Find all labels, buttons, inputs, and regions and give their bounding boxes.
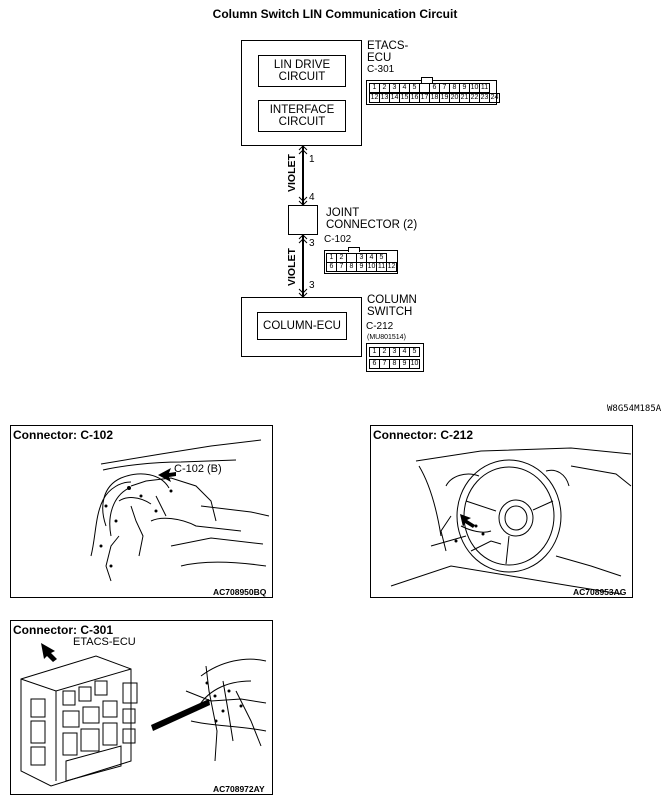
joint-name-line1: JOINT [326,207,360,219]
block-label: LIN DRIVE [273,59,331,71]
leader-wedge [151,699,210,731]
panel-title: Connector: C-301 [13,623,114,637]
terminal-chevron [298,234,308,240]
pin-cell: 10 [469,83,480,93]
etacs-connector-id: C-301 [367,64,395,75]
pin-cell: 18 [429,93,440,103]
pin-cell: 15 [399,93,410,103]
wire-color-label: VIOLET [286,248,298,286]
pin-cell: 7 [336,262,347,272]
connector-lock-tab [421,77,433,83]
page-title: Column Switch LIN Communication Circuit [212,7,458,21]
pin-cell: 7 [379,359,390,369]
pin-cell: 2 [379,347,390,357]
lin-drive-circuit-block: LIN DRIVE CIRCUIT [258,55,346,87]
joint-name-line2: CONNECTOR (2) [326,219,418,231]
column-connector-id: C-212 [366,321,394,332]
pointer-arrow [41,643,57,662]
pin-cell: 11 [376,262,387,272]
pin-cell: 6 [429,83,440,93]
block-label: INTERFACE [269,104,335,116]
pin-cell: 3 [389,347,400,357]
block-label: CIRCUIT [278,116,326,128]
pin-cell: 7 [439,83,450,93]
pin-cell: 14 [389,93,400,103]
connector-lock-tab [348,247,360,252]
pin-cell: 1 [369,83,380,93]
pin-cell: 17 [419,93,430,103]
pin-cell: 8 [449,83,460,93]
pin-cell: 19 [439,93,450,103]
pin-number: 4 [309,192,315,203]
pin-number: 1 [309,154,315,165]
pin-cell: 16 [409,93,420,103]
diagram-code: W8G54M185A [607,404,662,414]
column-ecu-block: COLUMN-ECU [257,312,347,340]
pin-cell: 9 [399,359,410,369]
pin-cell: 22 [469,93,480,103]
pin-cell: 11 [479,83,490,93]
figure-code: AC708972AY [213,784,265,794]
panel-title: Connector: C-102 [13,428,114,442]
terminal-chevron [298,288,308,294]
pin-cell: 2 [379,83,390,93]
c102-callout: C-102 (B) [174,463,222,475]
pin-cell: 1 [369,347,380,357]
etacs-name-line1: ETACS- [367,40,409,52]
terminal-chevron [298,145,308,151]
pin-cell-empty [419,83,430,93]
connector-c212-panel: Connector: C-212 AC708953AG [370,425,633,598]
joint-connector-box [288,205,318,235]
figure-code: AC708953AG [573,587,627,597]
pin-cell: 8 [346,262,357,272]
pin-cell: 12 [386,262,397,272]
c102-location-illustration [90,439,270,582]
pin-cell: 20 [449,93,460,103]
pin-cell: 6 [369,359,380,369]
pin-cell: 4 [399,347,410,357]
pin-cell: 10 [409,359,420,369]
column-name-line2: SWITCH [367,306,413,318]
figure-code: AC708950BQ [213,587,267,597]
connector-c102-panel: Connector: C-102 C-102 (B) AC708950BQ [10,425,273,598]
pointer-arrow [460,514,475,528]
pin-cell: 6 [326,262,337,272]
pin-cell: 21 [459,93,470,103]
pin-cell: 23 [479,93,490,103]
pin-number: 3 [309,280,315,291]
pin-cell: 4 [399,83,410,93]
interface-circuit-block: INTERFACE CIRCUIT [258,100,346,132]
etacs-name-line2: ECU [367,52,392,64]
pin-cell: 3 [389,83,400,93]
pin-cell: 5 [409,347,420,357]
column-name-line1: COLUMN [367,294,417,306]
block-label: CIRCUIT [278,71,326,83]
joint-connector-id: C-102 [324,234,352,245]
pin-cell: 13 [379,93,390,103]
pin-cell: 24 [489,93,500,103]
pointer-arrow [158,468,176,482]
c301-callout: ETACS-ECU [73,636,136,648]
pin-number: 3 [309,238,315,249]
pin-cell: 9 [356,262,367,272]
pin-cell: 9 [459,83,470,93]
pin-cell: 12 [369,93,380,103]
panel-title: Connector: C-212 [373,428,474,442]
wire-color-label: VIOLET [286,154,298,192]
column-part-number: (MU801514) [367,334,406,341]
c301-location-illustration [20,643,267,787]
pin-cell: 8 [389,359,400,369]
c212-location-illustration [390,447,632,595]
pin-cell: 5 [409,83,420,93]
pin-cell: 10 [366,262,377,272]
connector-c301-panel: Connector: C-301 ETACS-ECU [10,620,273,795]
terminal-chevron [298,196,308,202]
